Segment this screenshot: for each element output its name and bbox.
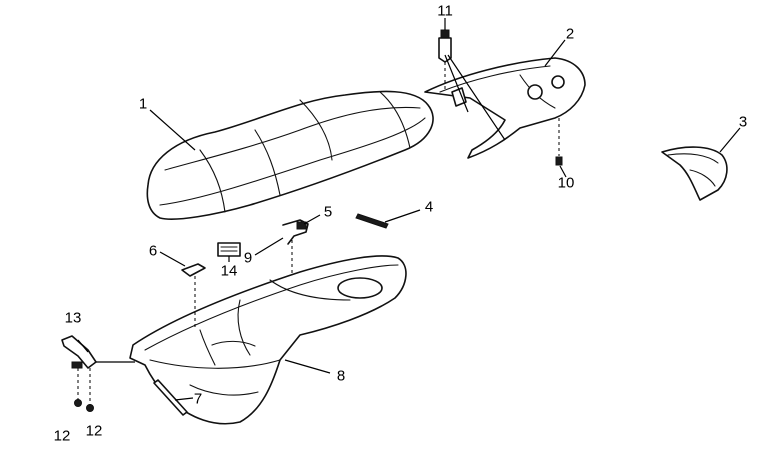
callout-14: 14 bbox=[220, 262, 238, 280]
rear-carrier bbox=[424, 57, 586, 159]
side-cover bbox=[661, 146, 728, 201]
rubber-pad bbox=[181, 263, 206, 277]
trim-strip bbox=[355, 213, 389, 229]
callout-7: 7 bbox=[193, 390, 203, 408]
callout-5: 5 bbox=[323, 203, 333, 221]
support-rod bbox=[153, 379, 188, 416]
seat bbox=[146, 90, 434, 220]
caution-label bbox=[217, 242, 241, 257]
callout-10: 10 bbox=[557, 174, 575, 192]
screw-12b bbox=[86, 404, 94, 412]
callout-12a: 12 bbox=[53, 427, 71, 445]
callout-4: 4 bbox=[424, 198, 434, 216]
hinge-bracket bbox=[61, 335, 97, 369]
callout-1: 1 bbox=[138, 95, 148, 113]
helmet-box bbox=[129, 255, 407, 425]
callout-9: 9 bbox=[243, 249, 253, 267]
callout-3: 3 bbox=[738, 113, 748, 131]
callout-8: 8 bbox=[336, 367, 346, 385]
bolt-11 bbox=[438, 29, 452, 63]
latch-bracket bbox=[282, 219, 309, 245]
callout-6: 6 bbox=[148, 242, 158, 260]
screw-10 bbox=[555, 156, 563, 166]
callout-13: 13 bbox=[64, 309, 82, 327]
screw-12a bbox=[74, 399, 82, 407]
callout-2: 2 bbox=[565, 25, 575, 43]
callout-11: 11 bbox=[437, 2, 453, 20]
callout-12b: 12 bbox=[85, 422, 103, 440]
